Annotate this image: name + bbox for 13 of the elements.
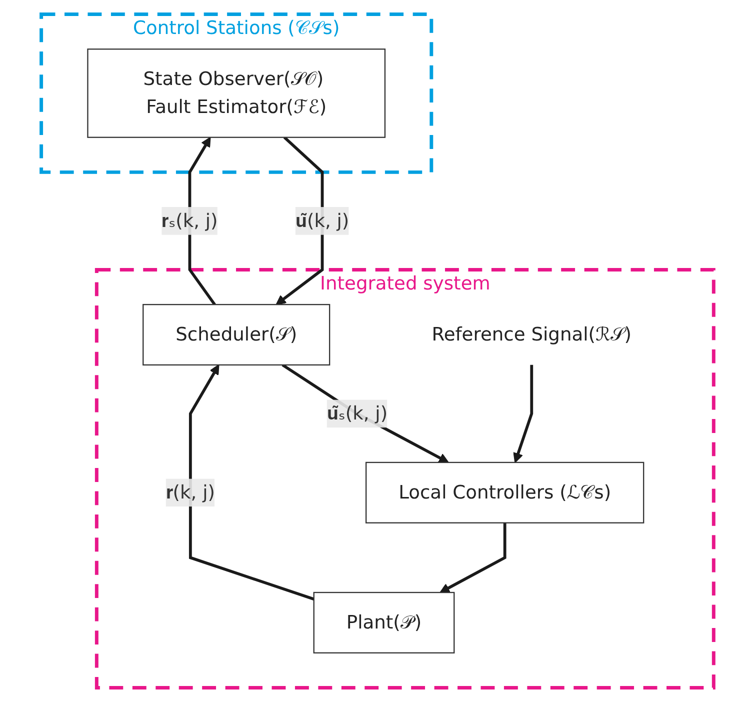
node-box: Local Controllers (ℒ𝒞s) <box>366 462 644 524</box>
node-box: State Observer(𝒮𝒪) Fault Estimator(ℱℰ) <box>87 48 386 138</box>
edge-label: 𝐫ₛ(k, j) <box>162 209 218 232</box>
edge-label: 𝐮̃ₛ(k, j) <box>326 402 388 424</box>
edge-label: 𝐮̃(k, j) <box>295 209 350 232</box>
arrow <box>282 364 449 463</box>
arrow <box>440 522 506 593</box>
node-box: Plant(𝒫) <box>313 592 455 654</box>
node-text: Reference Signal(ℛ𝒮) <box>432 323 632 346</box>
arrow <box>188 364 314 600</box>
edge-label: 𝐫(k, j) <box>166 481 216 504</box>
arrow <box>513 364 534 463</box>
node-box: Scheduler(𝒮) <box>142 304 330 366</box>
